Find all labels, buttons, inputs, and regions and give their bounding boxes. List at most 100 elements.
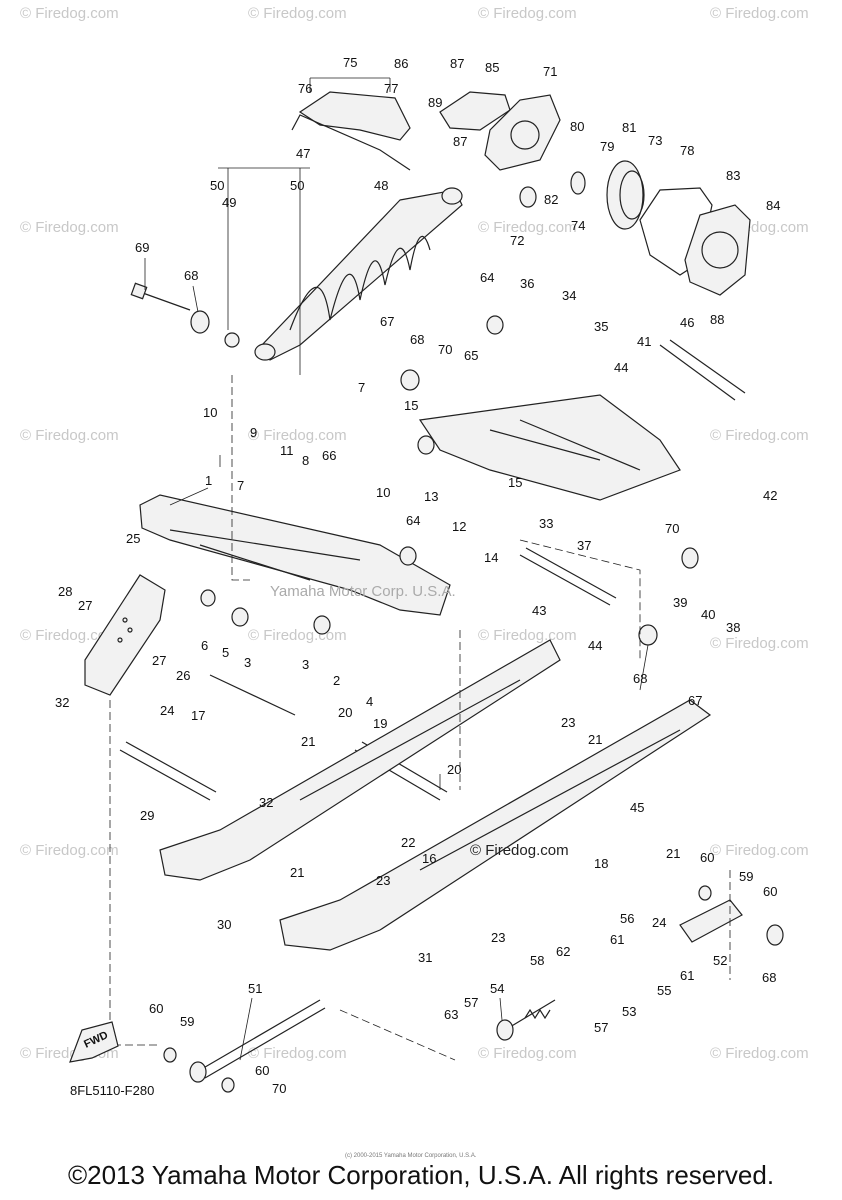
leader-line: [192, 285, 199, 313]
watermark-text: © Firedog.com: [478, 5, 577, 22]
callout-label: 61: [610, 932, 624, 947]
callout-label: 69: [135, 240, 149, 255]
callout-label: 15: [404, 398, 418, 413]
nut-60-b: [698, 885, 712, 901]
watermark-text: © Firedog.com: [248, 5, 347, 22]
callout-label: 47: [296, 146, 310, 161]
rear-arm-33-brace: [489, 419, 641, 471]
rail-slots-right: [419, 729, 681, 871]
slide-rail-right: [279, 699, 712, 951]
callout-label: 26: [176, 668, 190, 683]
watermark-text: © Firedog.com: [478, 1045, 577, 1062]
link-hole: [127, 627, 133, 633]
callout-label: 46: [680, 315, 694, 330]
callout-label: 14: [484, 550, 498, 565]
watermark-text: © Firedog.com: [248, 627, 347, 644]
callout-label: 44: [614, 360, 628, 375]
spring-58: [524, 1008, 551, 1020]
callout-label: 4: [366, 694, 373, 709]
collar-68-c: [400, 369, 420, 391]
collar-3: [231, 607, 249, 627]
callout-label: 16: [422, 851, 436, 866]
callout-label: 64: [480, 270, 494, 285]
gear-73-inner: [619, 170, 645, 220]
shaft-51-b: [204, 1007, 326, 1079]
upper-rod: [291, 114, 411, 171]
callout-label: 84: [766, 198, 780, 213]
callout-label: 15: [508, 475, 522, 490]
callout-label: 86: [394, 56, 408, 71]
callout-label: 60: [255, 1063, 269, 1078]
shaft-29-b: [125, 741, 217, 793]
slide-rail-left: [159, 639, 561, 881]
callout-label: 40: [701, 607, 715, 622]
watermark-text: © Firedog.com: [20, 627, 119, 644]
callout-label: 58: [530, 953, 544, 968]
callout-label: 13: [424, 489, 438, 504]
callout-label: 10: [376, 485, 390, 500]
shock-upper-eye: [441, 187, 463, 205]
callout-label: 19: [373, 716, 387, 731]
housing-71: [484, 94, 561, 171]
callout-label: 21: [301, 734, 315, 749]
callout-label: 41: [637, 334, 651, 349]
callout-label: 24: [652, 915, 666, 930]
callout-label: 23: [376, 873, 390, 888]
callout-label: 81: [622, 120, 636, 135]
watermark-text: © Firedog.com: [710, 427, 809, 444]
callout-label: 38: [726, 620, 740, 635]
callout-label: 17: [191, 708, 205, 723]
collar-68-d: [638, 624, 658, 646]
callout-label: 37: [577, 538, 591, 553]
callout-label: 64: [406, 513, 420, 528]
tiny-copyright: (c) 2000-2015 Yamaha Motor Corporation, …: [345, 1153, 477, 1159]
callout-label: 56: [620, 911, 634, 926]
collar-39: [681, 547, 699, 569]
callout-label: 68: [762, 970, 776, 985]
callout-label: 59: [180, 1014, 194, 1029]
collar-64-b: [399, 546, 417, 566]
copyright-footer: ©2013 Yamaha Motor Corporation, U.S.A. A…: [67, 1160, 775, 1190]
link-hole: [122, 617, 128, 623]
collar-13: [417, 435, 435, 455]
callout-label: 88: [710, 312, 724, 327]
gear-72: [519, 186, 537, 208]
callout-label: 21: [588, 732, 602, 747]
watermark-text: © Firedog.com: [20, 427, 119, 444]
callout-label: 32: [259, 795, 273, 810]
callout-label: 57: [594, 1020, 608, 1035]
callout-label: 70: [272, 1081, 286, 1096]
rail-slots-left: [299, 679, 521, 801]
callout-label: 32: [55, 695, 69, 710]
fwd-arrow-icon: [69, 1021, 119, 1063]
link-plate-25: [84, 574, 166, 696]
watermark-text: © Firedog.com: [20, 219, 119, 236]
callout-label: 60: [700, 850, 714, 865]
front-arm-1: [139, 494, 451, 616]
gear-74: [570, 171, 586, 195]
callout-label: 20: [447, 762, 461, 777]
watermark-text: © Firedog.com: [710, 635, 809, 652]
callout-label: 35: [594, 319, 608, 334]
collar-68-b: [766, 924, 784, 946]
callout-label: 59: [739, 869, 753, 884]
callout-label: 62: [556, 944, 570, 959]
diagram-code: 8FL5110-F280: [70, 1083, 155, 1098]
callout-label: 49: [222, 195, 236, 210]
callout-label: 39: [673, 595, 687, 610]
watermark-text: © Firedog.com: [710, 842, 809, 859]
leader-line: [239, 997, 253, 1061]
callout-label: 75: [343, 55, 357, 70]
callout-label: 5: [222, 645, 229, 660]
callout-label: 63: [444, 1007, 458, 1022]
callout-label: 23: [491, 930, 505, 945]
nut-50: [224, 332, 240, 348]
callout-label: 55: [657, 983, 671, 998]
reference-line: [231, 375, 250, 581]
callout-label: 7: [358, 380, 365, 395]
watermark-text: © Firedog.com: [710, 5, 809, 22]
upper-bracket: [298, 91, 411, 141]
callout-label: 61: [680, 968, 694, 983]
callout-label: 45: [630, 800, 644, 815]
callout-label: 20: [338, 705, 352, 720]
